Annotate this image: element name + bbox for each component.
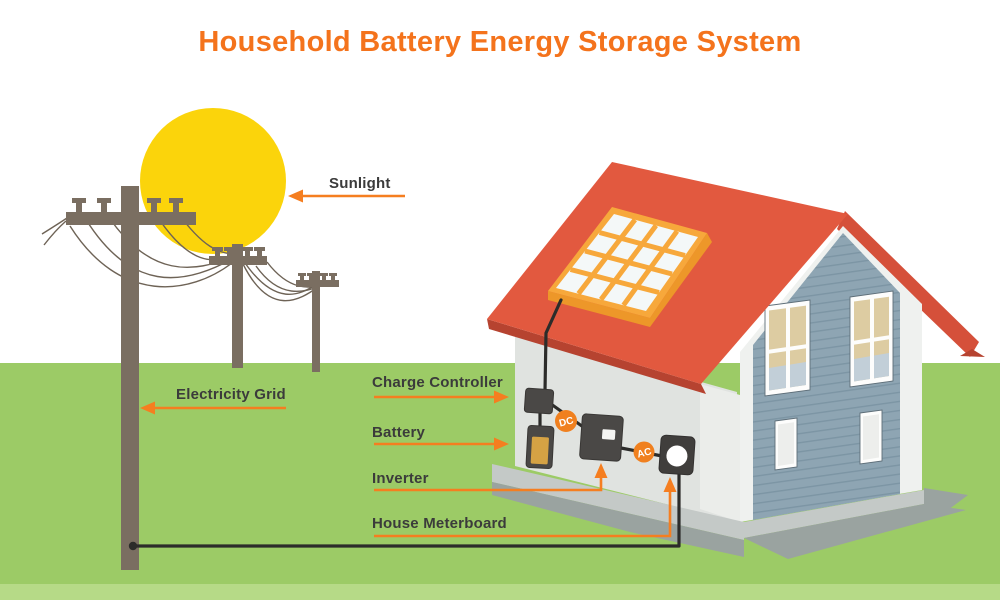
grid-wires [41,212,323,302]
roof-right-eave-tip [960,349,985,357]
grid-connection-dot [128,541,138,551]
ground-shadow-front [492,482,744,557]
inverter-box [579,413,624,462]
charge-controller-arrow [374,390,509,404]
battery-label: Battery [372,424,426,441]
electricity-grid-arrow [140,401,286,415]
page-title: Household Battery Energy Storage System [198,26,802,58]
sunlight-arrow [288,189,405,203]
window-lower-right [859,409,883,465]
svg-text:AC: AC [636,446,653,460]
window-lower-left [774,417,798,471]
power-pole-large [66,186,196,570]
window-upper-left [764,299,811,397]
sunlight-label: Sunlight [329,175,391,192]
meter-to-grid-wire [131,469,681,548]
solar-panel [548,207,712,327]
dc-badge: DC [555,410,577,432]
slab-front [492,464,744,540]
power-pole-medium [209,244,267,368]
battery-box [525,425,555,469]
corner-trim [700,384,740,522]
house [487,162,985,559]
house-meterboard-arrow [374,477,677,538]
inverter-arrow [374,463,608,492]
battery-arrow [374,437,509,451]
meterboard-box [658,434,696,476]
slab-right [744,490,924,538]
window-upper-right [849,290,894,388]
panel-to-controller-wire [543,298,563,393]
house-meterboard-label: House Meterboard [372,515,507,532]
sun [140,108,286,254]
callout-arrows [140,189,677,538]
ground-shadow-right [744,504,966,559]
electricity-grid-label: Electricity Grid [176,386,286,403]
roof-right-slope [837,211,979,357]
inverter-label: Inverter [372,470,429,487]
charge-controller-label: Charge Controller [372,374,503,391]
charge-controller-box [523,387,555,415]
power-pole-small [296,271,339,372]
ac-badge: AC [633,441,655,463]
svg-text:DC: DC [558,415,575,429]
ground-shadow-back [924,488,968,516]
roof-eave-edge [487,319,706,394]
